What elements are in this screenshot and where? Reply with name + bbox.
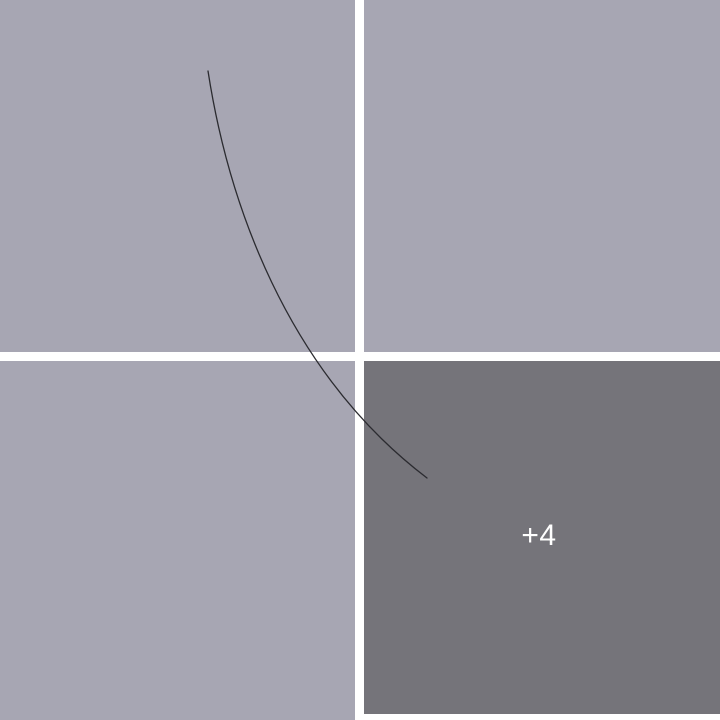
photo-tile-3[interactable] xyxy=(0,361,355,720)
photo-tile-2[interactable] xyxy=(364,0,720,352)
more-photos-count: +4 xyxy=(521,518,557,552)
photo-tile-1[interactable] xyxy=(0,0,355,352)
photo-tile-more[interactable]: +4 xyxy=(364,361,720,714)
